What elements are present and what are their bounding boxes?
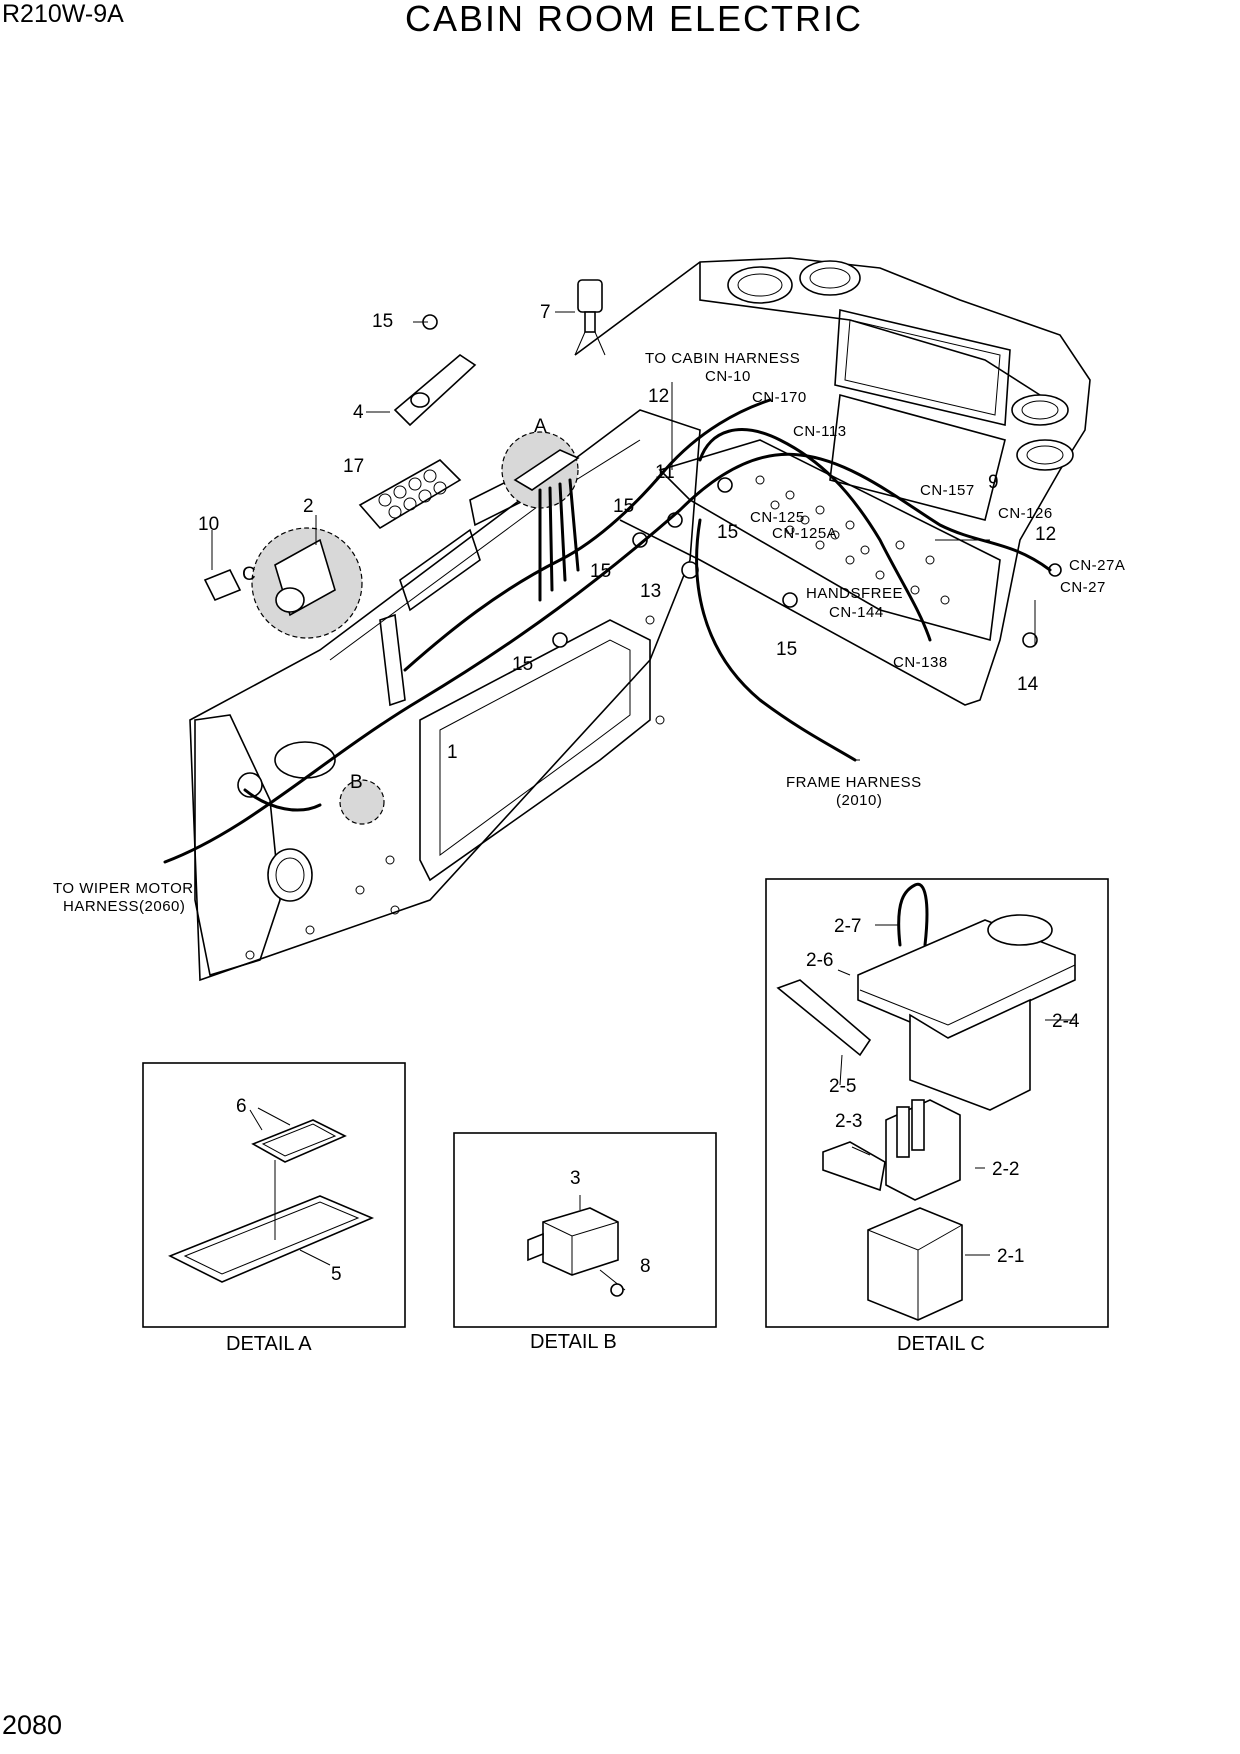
- detail-c-callout-2-7: 2-7: [834, 916, 861, 937]
- detail-c-callout-2-4: 2-4: [1052, 1011, 1080, 1032]
- connector-cn-113: CN-113: [793, 423, 847, 440]
- page-number: 2080: [2, 1710, 63, 1740]
- detail-b-panel: 3 8: [453, 1132, 717, 1328]
- callout-1: 1: [447, 742, 458, 763]
- note-to-cabin-harness: TO CABIN HARNESS: [645, 350, 800, 367]
- model-number: R210W-9A: [2, 0, 124, 28]
- callout-15: 15: [613, 496, 634, 517]
- callout-4: 4: [353, 402, 364, 423]
- detail-a-marker: A: [534, 416, 547, 437]
- detail-b-callout-3: 3: [570, 1168, 581, 1189]
- detail-a-callout-6: 6: [236, 1096, 247, 1117]
- connector-cn-144: CN-144: [829, 604, 884, 621]
- callout-10: 10: [198, 514, 219, 535]
- callout-13: 13: [640, 581, 661, 602]
- callout-12: 12: [648, 386, 669, 407]
- part-4-switch-panel: [393, 354, 477, 427]
- detail-b-callout-8: 8: [640, 1256, 651, 1277]
- connector-cn-170: CN-170: [752, 389, 807, 406]
- callout-15: 15: [590, 561, 611, 582]
- detail-c-callout-2-3: 2-3: [835, 1111, 862, 1132]
- detail-a-callout-5: 5: [331, 1264, 342, 1285]
- callout-15: 15: [776, 639, 797, 660]
- callout-15: 15: [512, 654, 533, 675]
- detail-c-caption: DETAIL C: [897, 1333, 985, 1355]
- note-wiper-harness-ref: HARNESS(2060): [63, 898, 185, 915]
- part-7-key-switch: [574, 279, 606, 356]
- connector-cn-126: CN-126: [998, 505, 1053, 522]
- detail-b-caption: DETAIL B: [530, 1331, 617, 1353]
- floor-holes: [755, 475, 950, 605]
- connector-cn-27a: CN-27A: [1069, 557, 1125, 574]
- detail-c-marker: C: [242, 564, 256, 585]
- detail-c-callout-2-1: 2-1: [997, 1246, 1024, 1267]
- detail-a-panel: 6 5: [142, 1062, 406, 1328]
- detail-c-callout-2-6: 2-6: [806, 950, 833, 971]
- part-10-connector: [203, 568, 242, 602]
- detail-c-callout-2-2: 2-2: [992, 1159, 1019, 1180]
- cabin-body-drawing: [189, 257, 1091, 982]
- connector-cn-138: CN-138: [893, 654, 948, 671]
- note-to-wiper-motor: TO WIPER MOTOR: [53, 880, 194, 897]
- bolts: [422, 314, 1062, 648]
- callout-15: 15: [717, 522, 738, 543]
- callout-7: 7: [540, 302, 551, 323]
- callout-2: 2: [303, 496, 314, 517]
- detail-a-caption: DETAIL A: [226, 1333, 312, 1355]
- callout-12: 12: [1035, 524, 1056, 545]
- detail-c-callout-2-5: 2-5: [829, 1076, 856, 1097]
- note-handsfree: HANDSFREE: [806, 585, 903, 602]
- leader-lines: [211, 311, 1036, 761]
- connector-cn-125: CN-125: [750, 509, 805, 526]
- connector-cn-157: CN-157: [920, 482, 975, 499]
- note-frame-harness: FRAME HARNESS: [786, 774, 922, 791]
- callout-15: 15: [372, 311, 393, 332]
- connector-cn-10: CN-10: [705, 368, 751, 385]
- detail-c-panel: 2-7 2-6 2-4 2-5 2-3 2-2 2-1: [765, 878, 1109, 1328]
- callout-14: 14: [1017, 674, 1039, 695]
- callout-11: 11: [655, 462, 675, 483]
- callout-9: 9: [988, 472, 999, 493]
- callout-17: 17: [343, 456, 364, 477]
- wiring-harness: [163, 398, 1052, 864]
- part-17-switch-block: [358, 459, 462, 530]
- detail-b-marker: B: [350, 772, 363, 793]
- detail-b-circle: [339, 779, 385, 825]
- page-title: CABIN ROOM ELECTRIC: [405, 0, 864, 39]
- note-frame-harness-ref: (2010): [836, 792, 882, 809]
- connector-cn-125a: CN-125A: [772, 525, 837, 542]
- connector-cn-27: CN-27: [1060, 579, 1106, 596]
